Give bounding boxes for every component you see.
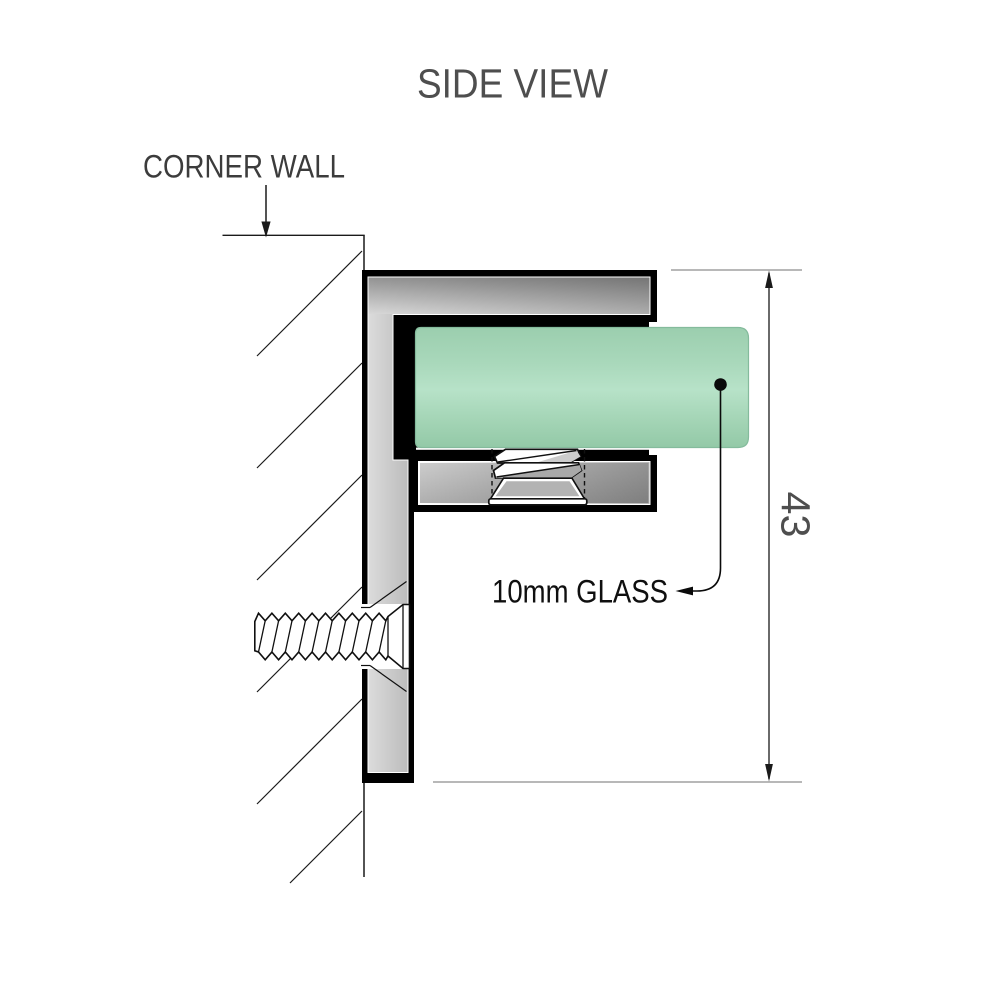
- svg-text:43: 43: [773, 492, 819, 538]
- svg-text:CORNER WALL: CORNER WALL: [143, 149, 345, 185]
- svg-text:SIDE VIEW: SIDE VIEW: [417, 61, 608, 107]
- svg-text:10mm GLASS: 10mm GLASS: [492, 574, 668, 610]
